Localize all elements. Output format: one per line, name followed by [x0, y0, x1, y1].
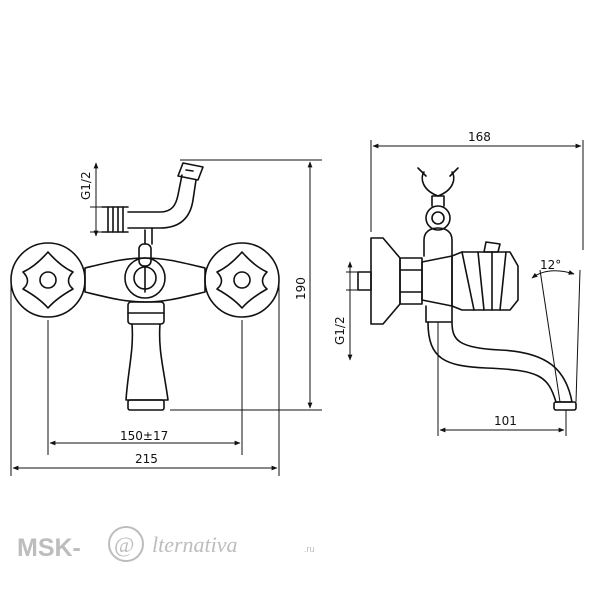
side-body — [421, 255, 453, 307]
shower-holder — [177, 162, 204, 181]
watermark: MSK- @ lternativa .ru — [17, 526, 315, 562]
watermark-suffix: .ru — [304, 544, 315, 554]
front-thread-label: G1/2 — [79, 171, 93, 200]
side-view — [357, 167, 577, 411]
side-depth-label: 168 — [468, 130, 491, 144]
front-center-label: 150±17 — [120, 429, 168, 443]
front-view — [10, 162, 280, 411]
front-width-label: 215 — [135, 452, 158, 466]
front-height-label: 190 — [294, 277, 308, 300]
watermark-at: @ — [114, 532, 134, 557]
side-spout — [425, 305, 577, 411]
right-handle — [204, 242, 280, 318]
spout — [125, 301, 169, 411]
watermark-prefix: MSK- — [17, 534, 81, 562]
shower-outlet — [101, 174, 197, 245]
wall-flange — [370, 237, 401, 325]
side-angle-label: 12° — [540, 258, 561, 272]
hex-nut — [399, 257, 423, 305]
side-thread-label: G1/2 — [333, 316, 347, 345]
side-handle — [451, 241, 519, 311]
watermark-name: lternativa — [152, 532, 238, 557]
diverter — [124, 243, 166, 299]
inlet-connector — [357, 271, 372, 291]
mixer-body — [84, 257, 206, 303]
left-handle — [10, 242, 86, 318]
front-dimensions: G1/2 190 150±17 215 — [10, 159, 322, 476]
side-dimensions: 168 G1/2 12° 101 — [333, 130, 584, 436]
side-spout-label: 101 — [494, 414, 517, 428]
side-diverter — [417, 167, 459, 257]
